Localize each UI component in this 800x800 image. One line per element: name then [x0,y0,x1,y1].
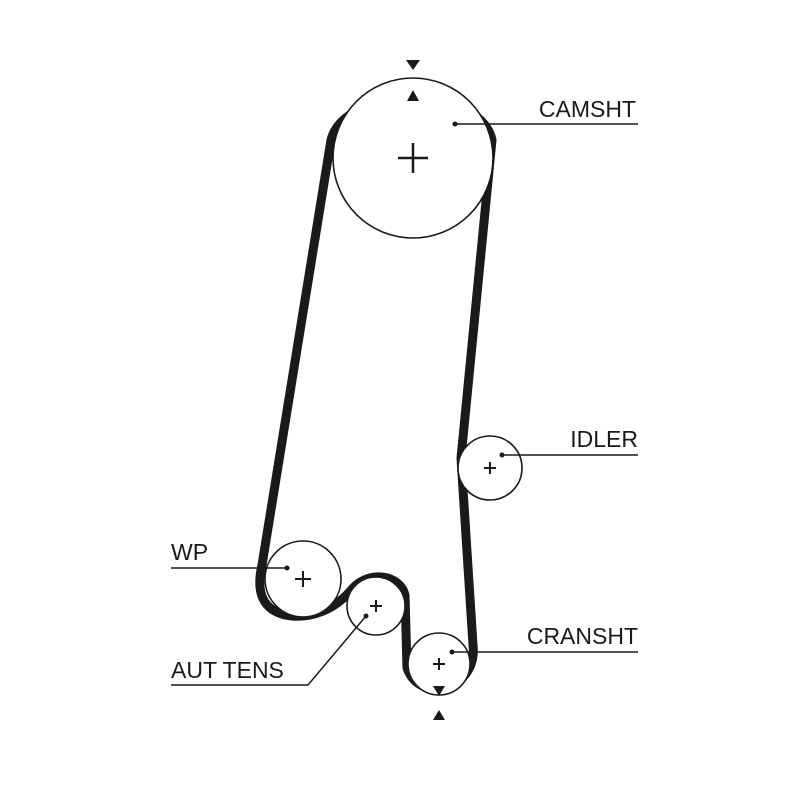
crankshaft-leader [449,649,638,655]
water-pump-pulley [264,540,342,618]
auto-tensioner-leader [171,613,369,686]
auto-tensioner-label: AUT TENS [171,657,284,683]
camshaft-label: CAMSHT [539,96,636,122]
auto-tensioner-pulley [346,576,406,636]
idler-label: IDLER [570,426,638,452]
water-pump-leader [171,565,290,571]
idler-leader [499,452,638,458]
crankshaft-timing-mark-bottom [433,710,445,720]
crankshaft-label: CRANSHT [527,623,638,649]
water-pump-label: WP [171,539,208,565]
crankshaft-timing-mark-top [433,686,445,696]
crankshaft-pulley [407,632,471,696]
camshaft-leader [452,121,638,127]
camshaft-timing-mark-top [406,60,420,70]
camshaft-pulley [332,77,494,239]
camshaft-timing-mark-bottom [407,90,419,101]
idler-pulley [457,435,523,501]
